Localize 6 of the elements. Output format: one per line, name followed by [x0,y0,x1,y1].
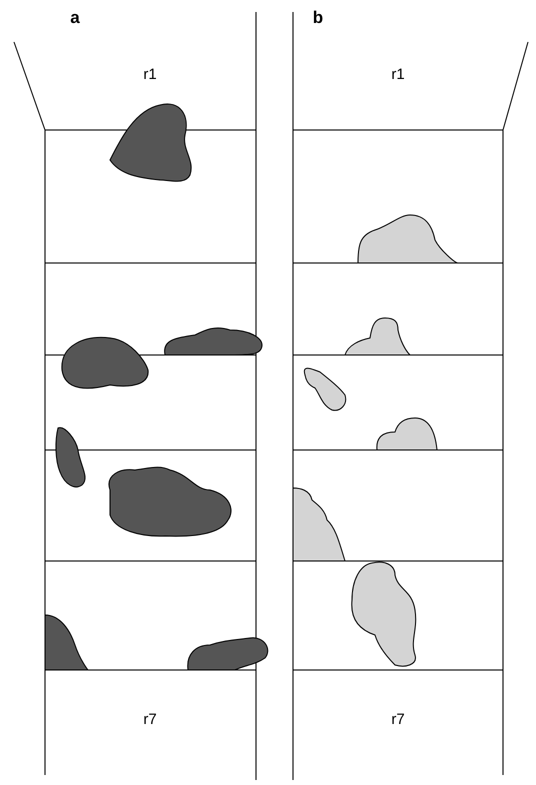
row-label: r1 [391,66,405,84]
panel-letter: b [312,9,324,27]
panel-letter: a [70,9,80,27]
row-label: r7 [391,711,405,729]
row-label: r7 [143,711,157,729]
row-label: r1 [143,66,157,84]
